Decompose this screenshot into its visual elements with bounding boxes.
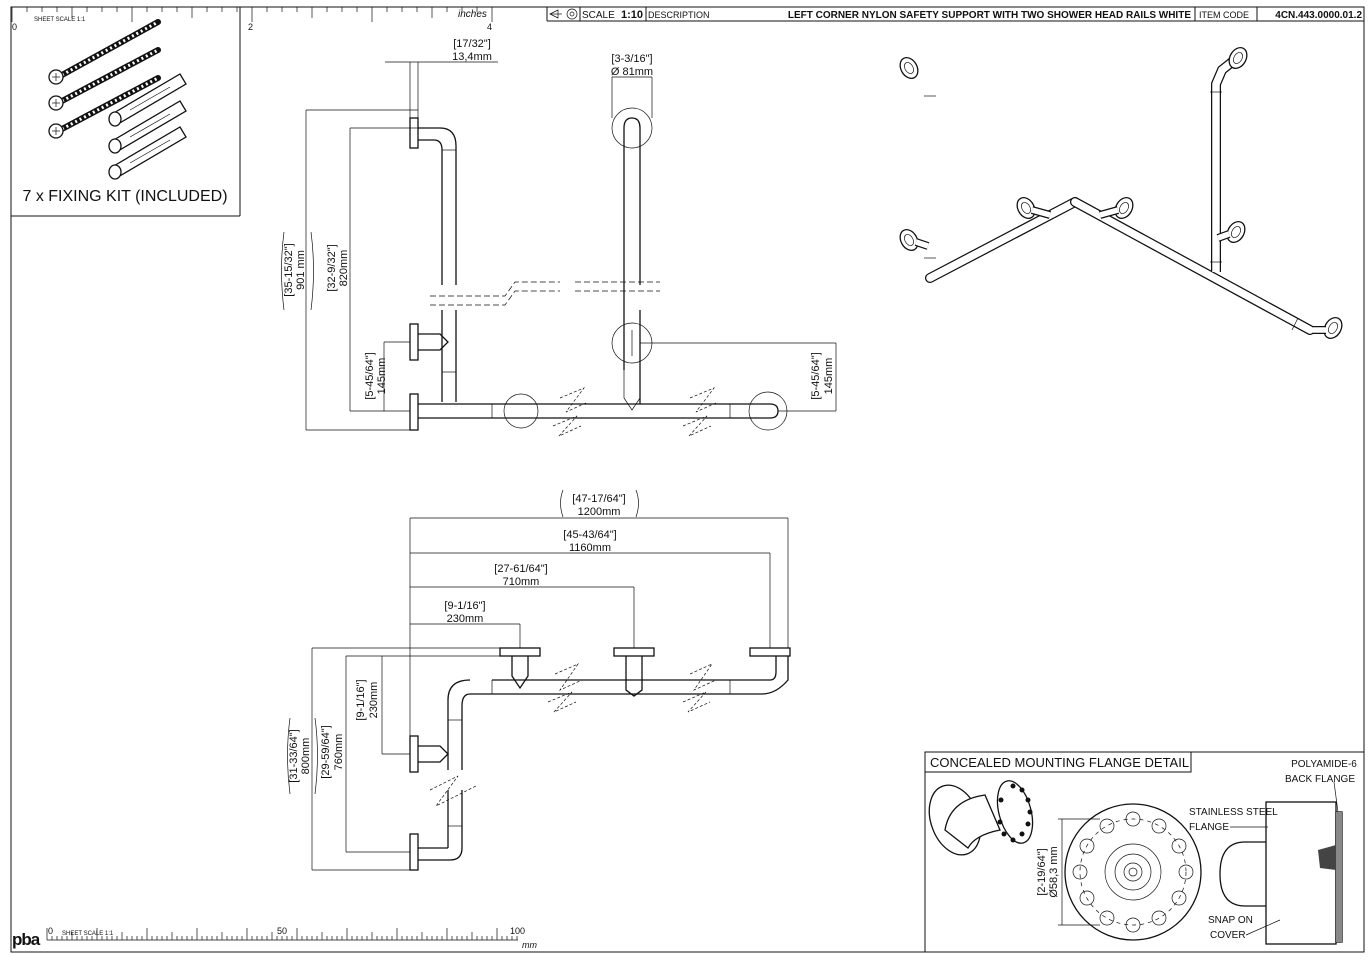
wall-plug-icon xyxy=(108,73,187,127)
bottom-ruler-label-50: 50 xyxy=(277,926,287,936)
dim-800-inch: [31-33/64"] xyxy=(288,729,300,782)
flange-dim-mm: Ø58,3 mm xyxy=(1048,846,1060,897)
plan-view-drawing: [47-17/64"] 1200mm [45-43/64"] 1160mm [2… xyxy=(287,489,791,871)
description-label: DESCRIPTION xyxy=(648,10,710,20)
bottom-ruler-unit: mm xyxy=(522,940,537,950)
dim-800-mm: 800mm xyxy=(300,738,312,775)
dim-710-inch: [27-61/64"] xyxy=(494,563,547,575)
bottom-ruler: 0 50 100 SHEET SCALE 1:1 mm xyxy=(46,926,537,950)
dim-total-height-mm: 901 mm xyxy=(295,250,307,290)
item-code-label: ITEM CODE xyxy=(1199,10,1249,20)
fixing-kit-box xyxy=(11,7,241,217)
isometric-view-drawing xyxy=(899,47,1343,339)
dim-230-mm: 230mm xyxy=(447,613,484,625)
wall-plug-icon xyxy=(108,100,187,154)
bottom-ruler-label-100: 100 xyxy=(510,926,525,936)
dim-710-mm: 710mm xyxy=(503,576,540,588)
brand-logo-text: pba xyxy=(12,930,41,949)
item-code: 4CN.443.0000.01.2 xyxy=(1275,10,1362,21)
bottom-ruler-label-0: 0 xyxy=(48,926,53,936)
dim-230-inch: [9-1/16"] xyxy=(444,600,485,612)
top-ruler-unit: inches xyxy=(458,9,487,20)
dim-230v-mm: 230mm xyxy=(368,682,380,719)
top-ruler-label-0: 0 xyxy=(12,22,17,32)
dim-low-right-mm: 145mm xyxy=(823,358,835,395)
steel-flange-label-2: FLANGE xyxy=(1189,822,1229,833)
screw-icon xyxy=(48,47,161,111)
description-text: LEFT CORNER NYLON SAFETY SUPPORT WITH TW… xyxy=(788,10,1191,21)
scale-value: 1:10 xyxy=(621,9,643,21)
steel-flange-label-1: STAINLESS STEEL xyxy=(1189,807,1278,818)
sheet-border xyxy=(10,6,1365,953)
back-flange-label-2: BACK FLANGE xyxy=(1285,774,1355,785)
dim-rail-height-mm: 820mm xyxy=(338,250,350,287)
top-ruler-scale: SHEET SCALE 1:1 xyxy=(34,17,86,23)
bottom-ruler-scale: SHEET SCALE 1:1 xyxy=(62,931,114,937)
flange-dim-inch: [2-19/64"] xyxy=(1036,848,1048,895)
dim-1200-inch: [47-17/64"] xyxy=(572,493,625,505)
dim-760-inch: [29-59/64"] xyxy=(320,725,332,778)
flange-iso-icon xyxy=(928,780,1034,856)
dim-low-left-inch: [5-45/64"] xyxy=(364,352,376,399)
flange-detail-box: CONCEALED MOUNTING FLANGE DETAIL xyxy=(924,751,1365,953)
dim-low-right-inch: [5-45/64"] xyxy=(810,352,822,399)
screw-icon xyxy=(48,75,161,139)
top-ruler-label-2: 2 xyxy=(248,22,253,32)
dim-diameter-mm: Ø 81mm xyxy=(611,66,653,78)
dim-230v-inch: [9-1/16"] xyxy=(355,679,367,720)
flange-section-view xyxy=(1219,781,1343,945)
dim-rail-height-inch: [32-9/32"] xyxy=(326,244,338,291)
flange-front-view xyxy=(1058,803,1202,941)
dim-flange-depth-mm: 13,4mm xyxy=(452,51,492,63)
title-block: SCALE 1:10 DESCRIPTION LEFT CORNER NYLON… xyxy=(546,7,1364,22)
top-ruler-label-4: 4 xyxy=(487,22,492,32)
dim-diameter-inch: [3-3/16"] xyxy=(611,53,652,65)
flange-detail-title: CONCEALED MOUNTING FLANGE DETAIL xyxy=(930,755,1189,770)
snap-cover-label-2: COVER xyxy=(1210,930,1246,941)
dim-total-height-inch: [35-15/32"] xyxy=(283,243,295,296)
snap-cover-label-1: SNAP ON xyxy=(1208,915,1253,926)
front-view-drawing: [17/32"] 13,4mm [3-3/16"] Ø 81mm [35-15/… xyxy=(281,38,837,437)
dim-low-left-mm: 145mm xyxy=(376,358,388,395)
dim-flange-depth-inch: [17/32"] xyxy=(453,38,491,50)
dim-1200-mm: 1200mm xyxy=(578,506,621,518)
scale-label: SCALE xyxy=(582,10,615,21)
projection-symbol-icon xyxy=(549,8,578,20)
screw-icon xyxy=(48,19,161,85)
fixing-kit-caption: 7 x FIXING KIT (INCLUDED) xyxy=(22,188,228,205)
top-ruler: SHEET SCALE 1:1 inches 0 2 4 xyxy=(11,7,493,32)
dim-760-mm: 760mm xyxy=(333,734,345,771)
brand-logo: pba xyxy=(12,930,42,949)
dim-1160-mm: 1160mm xyxy=(569,542,611,554)
back-flange-label-1: POLYAMIDE-6 xyxy=(1291,759,1357,770)
dim-1160-inch: [45-43/64"] xyxy=(563,529,616,541)
wall-plug-icon xyxy=(108,126,187,180)
